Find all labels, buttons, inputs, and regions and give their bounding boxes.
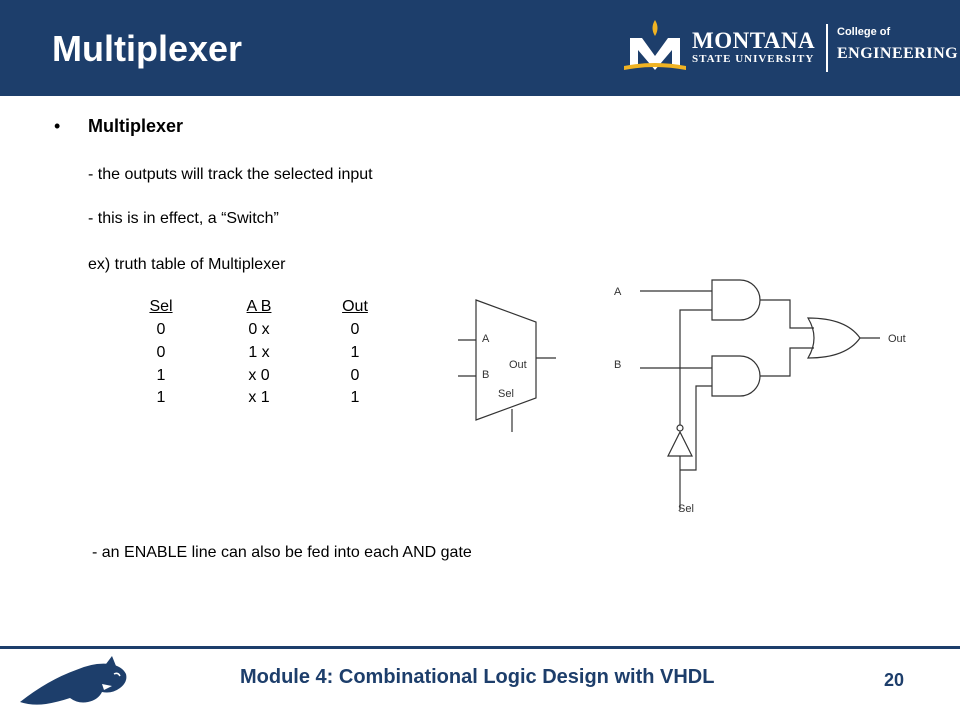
gate-label-out: Out bbox=[888, 333, 906, 345]
text-line-truth-table-intro: ex) truth table of Multiplexer bbox=[88, 256, 286, 273]
bullet-marker: • bbox=[54, 116, 61, 136]
gate-circuit bbox=[640, 279, 880, 510]
and-gate-bottom bbox=[711, 355, 761, 397]
wire-sel-to-and2 bbox=[680, 385, 712, 471]
bobcat-logo-icon bbox=[20, 656, 127, 705]
truth-table-cell: 0 bbox=[156, 321, 166, 338]
truth-table-cell: 1 x bbox=[248, 344, 270, 361]
msu-m-icon bbox=[624, 20, 686, 70]
mux-trapezoid bbox=[475, 299, 537, 421]
mux-label-b: B bbox=[482, 369, 489, 381]
university-logo: MONTANA STATE UNIVERSITY College of ENGI… bbox=[622, 16, 958, 76]
gate-label-a: A bbox=[614, 286, 622, 298]
text-line-enable-note: - an ENABLE line can also be fed into ea… bbox=[92, 544, 472, 561]
mux-label-a: A bbox=[482, 333, 490, 345]
logo-engineering-text: ENGINEERING bbox=[837, 45, 959, 62]
logo-state-university-text: STATE UNIVERSITY bbox=[692, 53, 815, 65]
mux-label-out: Out bbox=[509, 359, 527, 371]
header-bar: Multiplexer MONTANA STATE UNIVERSITY Col… bbox=[0, 0, 960, 96]
truth-table-cell: x 0 bbox=[248, 367, 270, 384]
truth-table-cell: 0 bbox=[156, 344, 166, 361]
truth-table-cell: 1 bbox=[156, 389, 166, 406]
truth-table-cell: 0 bbox=[350, 367, 360, 384]
truth-table-cell: x 1 bbox=[248, 389, 270, 406]
page-title: Multiplexer bbox=[52, 28, 243, 69]
mux-label-sel: Sel bbox=[498, 388, 514, 400]
gate-label-sel: Sel bbox=[678, 503, 694, 515]
and-gate-top bbox=[711, 279, 761, 321]
page-number: 20 bbox=[884, 670, 905, 690]
logo-montana-text: MONTANA bbox=[692, 28, 816, 53]
truth-table-header-sel: Sel bbox=[149, 298, 173, 315]
footer-course-title: Module 4: Combinational Logic Design wit… bbox=[240, 666, 715, 688]
truth-table-header-ab: A B bbox=[246, 298, 272, 315]
truth-table-cell: 0 x bbox=[248, 321, 270, 338]
wire-and1-to-or bbox=[760, 299, 814, 329]
truth-table-header-out: Out bbox=[342, 298, 368, 315]
truth-table-cell: 1 bbox=[156, 367, 166, 384]
or-gate bbox=[806, 317, 861, 359]
wire-inv-to-and1 bbox=[679, 309, 712, 425]
bullet-heading: Multiplexer bbox=[88, 116, 184, 136]
truth-table-cell: 0 bbox=[350, 321, 360, 338]
text-line-outputs: - the outputs will track the selected in… bbox=[88, 166, 373, 183]
truth-table-cell: 1 bbox=[350, 389, 360, 406]
text-line-switch: - this is in effect, a “Switch” bbox=[88, 210, 279, 227]
gate-label-b: B bbox=[614, 359, 621, 371]
mux-symbol bbox=[458, 299, 556, 432]
footer-divider bbox=[0, 646, 960, 649]
slide-content: • Multiplexer - the outputs will track t… bbox=[0, 96, 960, 646]
truth-table-cell: 1 bbox=[350, 344, 360, 361]
logo-divider bbox=[826, 24, 828, 72]
wire-and2-to-or bbox=[760, 347, 814, 377]
inverter-bubble bbox=[676, 424, 684, 432]
logo-college-of-text: College of bbox=[837, 26, 891, 38]
inverter-gate bbox=[667, 430, 693, 457]
